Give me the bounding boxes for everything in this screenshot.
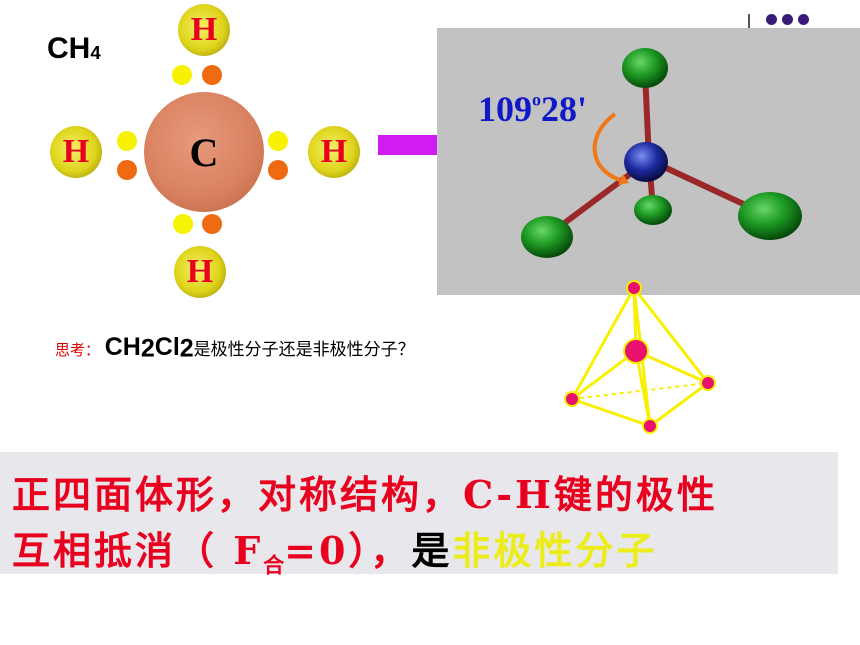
question-label: 思考： xyxy=(55,342,101,359)
electron-dot xyxy=(268,131,288,151)
question-formula-cl: Cl xyxy=(154,333,180,361)
nonpolar-highlight: 非极性分子 xyxy=(452,528,658,573)
think-question: 思考： CH2Cl2是极性分子还是非极性分子？ xyxy=(55,333,415,363)
atom-label: H xyxy=(62,133,90,170)
electron-dot xyxy=(117,131,137,151)
electron-dot xyxy=(268,160,288,180)
hydrogen-atom-right: H xyxy=(308,126,360,178)
decor-divider xyxy=(748,14,750,28)
angle-degrees: 109 xyxy=(478,89,532,129)
conclusion-text: =0）， xyxy=(284,528,412,573)
carbon-atom: C xyxy=(144,92,264,212)
hydrogen-atom-left: H xyxy=(50,126,102,178)
methane-3d-model xyxy=(437,28,860,295)
bond-angle-label: 109o28' xyxy=(478,88,587,130)
molecule-formula: CH4 xyxy=(47,32,101,66)
formula-subscript: 4 xyxy=(90,41,101,63)
formula-main: CH xyxy=(47,32,91,65)
atom-label: H xyxy=(190,11,218,48)
question-subscript: 2 xyxy=(140,334,155,363)
atom-label: C xyxy=(189,129,219,175)
conclusion-line-1: 正四面体形，对称结构，C-H键的极性 xyxy=(12,472,718,517)
electron-dot xyxy=(172,65,192,85)
question-text: 是极性分子还是非极性分子？ xyxy=(193,340,415,359)
decor-dot xyxy=(798,14,809,25)
decor-dot xyxy=(766,14,777,25)
force-subscript: 合 xyxy=(263,552,285,578)
hydrogen-atom-bottom: H xyxy=(174,246,226,298)
conclusion-banner: 正四面体形，对称结构，C-H键的极性 互相抵消（ F合=0），是非极性分子 xyxy=(0,452,838,578)
electron-dot xyxy=(173,214,193,234)
question-subscript: 2 xyxy=(179,334,194,363)
conclusion-text: 互相抵消（ F xyxy=(12,528,264,573)
question-formula-ch: CH xyxy=(104,333,141,361)
conclusion-text: 是 xyxy=(411,528,453,573)
electron-dot xyxy=(117,160,137,180)
decor-dot xyxy=(782,14,793,25)
degree-symbol: o xyxy=(532,89,541,110)
conclusion-line-2: 互相抵消（ F合=0），是非极性分子 xyxy=(12,520,657,580)
electron-dot xyxy=(202,65,222,85)
hydrogen-atom-top: H xyxy=(178,4,230,56)
ball-and-stick-image xyxy=(521,48,802,258)
angle-minutes: 28' xyxy=(541,89,588,129)
electron-dot xyxy=(202,214,222,234)
tetrahedron-diagram xyxy=(564,280,716,434)
atom-label: H xyxy=(186,253,214,290)
atom-label: H xyxy=(320,133,348,170)
